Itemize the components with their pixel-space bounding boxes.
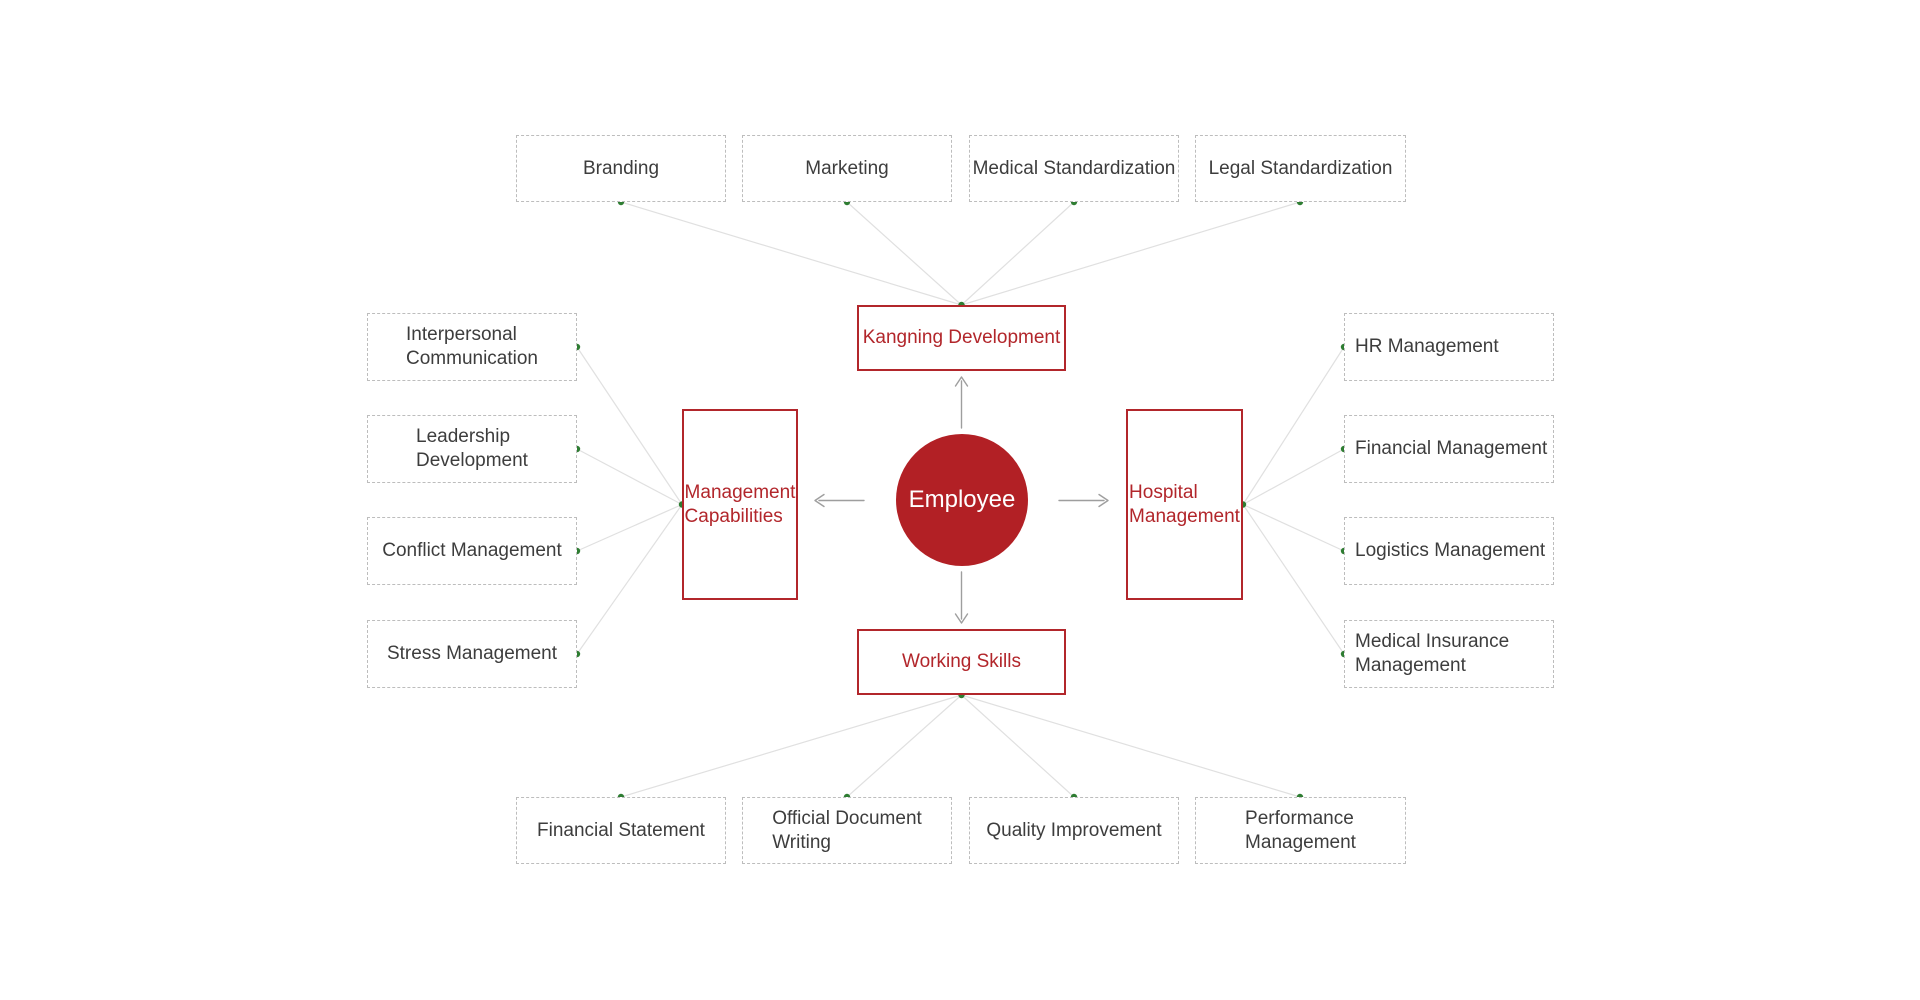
node-logistics-management[interactable]: Logistics Management [1344,517,1554,585]
node-management-capabilities[interactable]: Management Capabilities [682,409,798,600]
arrow-up-icon [954,376,969,429]
connector-line [576,504,683,655]
connector-line [961,201,1301,306]
node-hospital-management[interactable]: Hospital Management [1126,409,1243,600]
connector-line [961,201,1075,306]
node-financial-management[interactable]: Financial Management [1344,415,1554,483]
node-medical-insurance-management[interactable]: Medical Insurance Management [1344,620,1554,688]
node-working-skills[interactable]: Working Skills [857,629,1066,695]
connector-line [1242,346,1345,505]
node-official-document-writing[interactable]: Official Document Writing [742,797,952,864]
arrow-down-icon [954,571,969,624]
connector-line [1242,504,1345,655]
node-financial-statement[interactable]: Financial Statement [516,797,726,864]
connector-line [576,503,683,552]
connector-line [1242,503,1345,552]
connector-line [576,448,683,506]
node-interpersonal-communication[interactable]: Interpersonal Communication [367,313,577,381]
node-marketing[interactable]: Marketing [742,135,952,202]
node-leadership-development[interactable]: Leadership Development [367,415,577,483]
connector-line [620,694,962,798]
node-medical-standardization[interactable]: Medical Standardization [969,135,1179,202]
connector-line [1242,448,1345,506]
node-hr-management[interactable]: HR Management [1344,313,1554,381]
node-kangning-development[interactable]: Kangning Development [857,305,1066,371]
connector-line [846,201,962,306]
arrow-left-icon [814,493,865,508]
connector-line [576,346,683,505]
node-stress-management[interactable]: Stress Management [367,620,577,688]
arrow-right-icon [1058,493,1109,508]
node-branding[interactable]: Branding [516,135,726,202]
connector-line [961,694,1301,798]
node-employee[interactable]: Employee [896,434,1028,566]
node-legal-standardization[interactable]: Legal Standardization [1195,135,1406,202]
connector-line [961,694,1075,798]
node-conflict-management[interactable]: Conflict Management [367,517,577,585]
connector-line [620,201,962,306]
node-quality-improvement[interactable]: Quality Improvement [969,797,1179,864]
node-performance-management[interactable]: Performance Management [1195,797,1406,864]
connector-line [846,694,962,798]
